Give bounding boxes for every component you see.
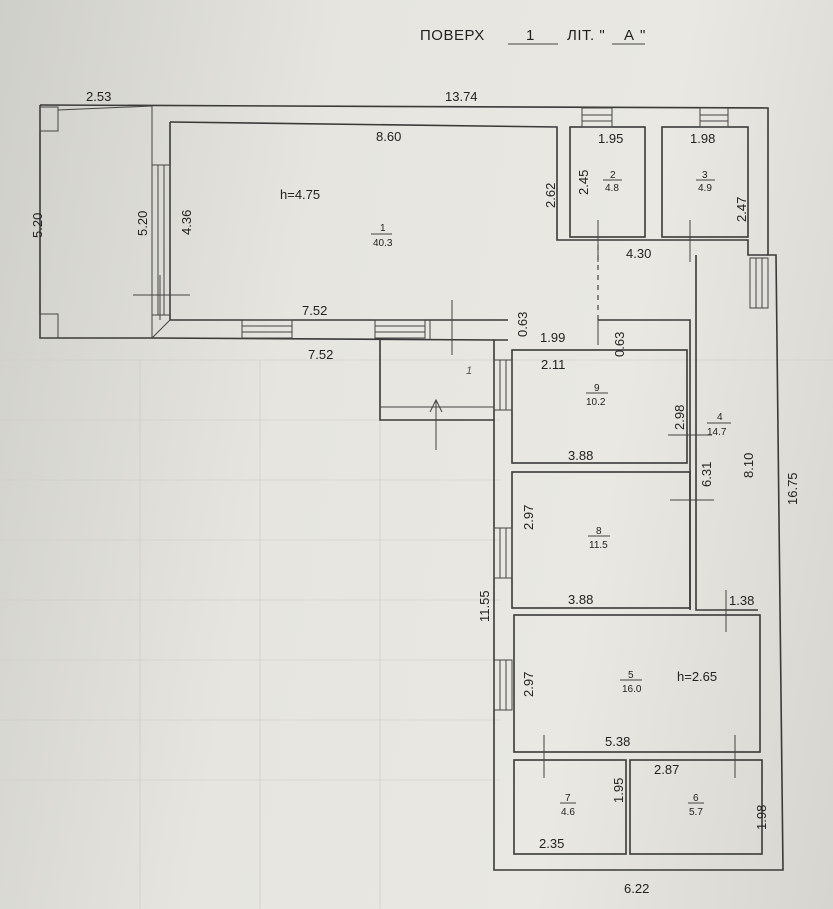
r4-dim-mid: 6.31 — [699, 462, 714, 487]
r1-dim-right: 2.62 — [543, 183, 558, 208]
r1-dim-left: 4.36 — [179, 210, 194, 235]
r7-number: 7 — [565, 793, 571, 804]
r9-dim-side: 2.98 — [672, 405, 687, 430]
r6-dim-side: 1.98 — [754, 805, 769, 830]
r9-dim-top: 2.11 — [541, 357, 565, 372]
room-7: 1.95 7 4.6 2.35 — [539, 778, 626, 851]
r5-dim-side: 2.97 — [521, 672, 536, 697]
room-3: 1.98 3 4.9 2.47 — [690, 131, 749, 222]
porch-number: 1 — [466, 365, 472, 377]
dim-corridor-top: 1.99 — [540, 330, 565, 345]
r1-height: h=4.75 — [280, 187, 320, 202]
dim-left-outer: 5.20 — [30, 213, 45, 238]
r3-dim-side: 2.47 — [734, 197, 749, 222]
r2-dim-top: 1.95 — [598, 131, 623, 146]
dim-bottom-total: 6.22 — [624, 881, 649, 896]
r2-dim-side: 2.45 — [576, 170, 591, 195]
r5-area: 16.0 — [622, 684, 642, 695]
r2-number: 2 — [610, 170, 616, 181]
room-4: 4 14.7 8.10 6.31 1.38 — [699, 412, 756, 608]
dim-step-left: 0.63 — [515, 312, 530, 337]
r3-dim-top: 1.98 — [690, 131, 715, 146]
lit-value: А — [624, 27, 635, 44]
r1-dim-left2: 5.20 — [135, 211, 150, 236]
interior-walls — [490, 255, 769, 855]
r6-number: 6 — [693, 793, 699, 804]
room-8: 2.97 8 11.5 3.88 — [521, 505, 610, 607]
r4-dim-side: 8.10 — [741, 453, 756, 478]
r1-area: 40.3 — [373, 238, 393, 249]
room-5: 2.97 5 16.0 h=2.65 5.38 — [521, 669, 717, 749]
r4-dim-bottom: 1.38 — [729, 593, 754, 608]
header: ПОВЕРХ 1 ЛІТ. " А " — [420, 27, 646, 45]
room-9: 2.11 9 10.2 2.98 3.88 — [541, 357, 687, 463]
dim-right-total: 16.75 — [785, 472, 800, 505]
dim-top-left: 2.53 — [86, 89, 111, 104]
r7-area: 4.6 — [561, 807, 575, 818]
r5-dim-bottom: 5.38 — [605, 734, 630, 749]
r7-dim-side: 1.95 — [611, 778, 626, 803]
r5-number: 5 — [628, 670, 634, 681]
r4-area: 14.7 — [707, 427, 727, 438]
r5-height: h=2.65 — [677, 669, 717, 684]
room-6: 2.87 6 5.7 1.98 — [654, 762, 769, 830]
dim-top-total: 13.74 — [445, 89, 478, 104]
r9-dim-bottom: 3.88 — [568, 448, 593, 463]
r4-dim-top: 4.30 — [626, 246, 651, 261]
porch: 1 — [379, 340, 494, 450]
room-2: 1.95 2.45 2 4.8 — [576, 131, 623, 195]
r8-dim-bottom: 3.88 — [568, 592, 593, 607]
r9-number: 9 — [594, 383, 600, 394]
r2-area: 4.8 — [605, 183, 619, 194]
room-1: 8.60 h=4.75 1 40.3 5.20 4.36 7.52 2.62 7… — [135, 129, 558, 362]
r6-dim-top: 2.87 — [654, 762, 679, 777]
dim-outside-below-r1: 7.52 — [308, 347, 333, 362]
r1-dim-top: 8.60 — [376, 129, 401, 144]
lit-close: " — [640, 27, 646, 44]
outer-walls — [39, 104, 784, 871]
r7-dim-bottom: 2.35 — [539, 836, 564, 851]
r1-number: 1 — [380, 223, 386, 234]
floor-value: 1 — [526, 27, 535, 44]
r9-area: 10.2 — [586, 397, 606, 408]
r6-area: 5.7 — [689, 807, 703, 818]
outer-dimensions: 2.53 13.74 5.20 16.75 6.22 11.55 — [30, 89, 800, 896]
background-grid — [0, 359, 833, 909]
dim-step-right: 0.63 — [612, 332, 627, 357]
r8-dim-side: 2.97 — [521, 505, 536, 530]
r4-number: 4 — [717, 412, 723, 423]
rooms-2-3 — [569, 107, 768, 320]
r8-area: 11.5 — [589, 540, 608, 551]
corridor-dims: 4.30 0.63 1.99 0.63 — [515, 246, 651, 357]
r1-dim-bottom: 7.52 — [302, 303, 327, 318]
r3-area: 4.9 — [698, 183, 712, 194]
r3-number: 3 — [702, 170, 708, 181]
dim-left-lower: 11.55 — [477, 590, 492, 622]
floor-label: ПОВЕРХ — [420, 27, 485, 44]
lit-label: ЛІТ. " — [567, 27, 605, 44]
r8-number: 8 — [596, 526, 602, 537]
